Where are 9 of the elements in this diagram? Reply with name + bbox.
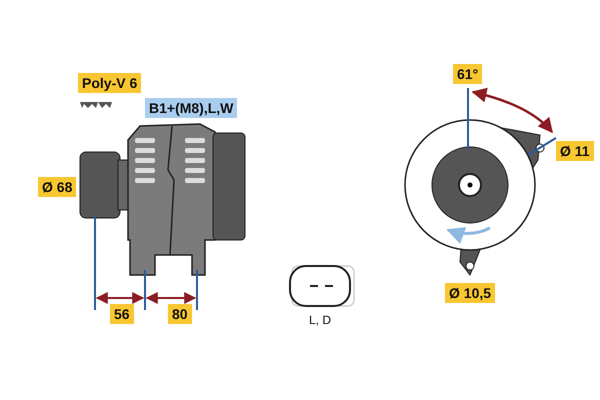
diameter-label: Ø 10,5 — [445, 283, 496, 303]
terminal-label: B1+(M8),L,W — [145, 98, 238, 118]
diameter-label: Ø 68 — [38, 177, 76, 197]
pin-label: L, D — [308, 312, 332, 329]
angle-label: 61° — [453, 64, 482, 84]
belt-label: Poly-V 6 — [78, 73, 142, 93]
dimension-label: 56 — [110, 304, 134, 324]
diameter-label: Ø 11 — [556, 141, 594, 161]
dimension-label: 80 — [168, 304, 192, 324]
